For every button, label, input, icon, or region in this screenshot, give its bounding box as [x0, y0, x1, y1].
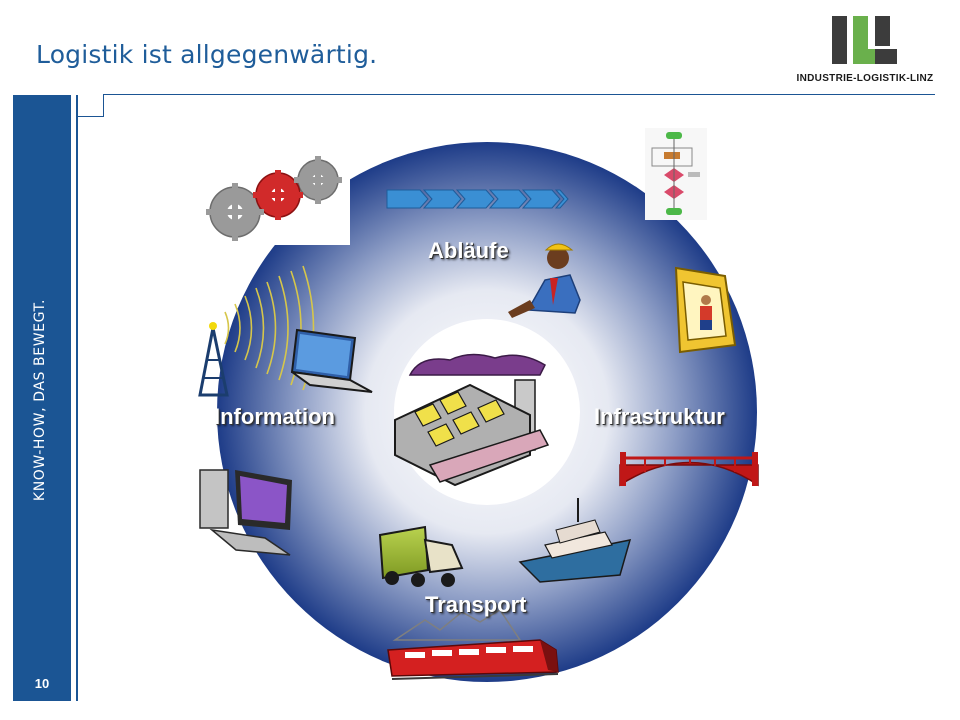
logo-mark-icon — [832, 16, 897, 64]
crane-cabin-icon — [674, 266, 737, 354]
label-transport: Transport — [425, 592, 527, 617]
bridge-icon — [619, 452, 759, 487]
ship-icon — [518, 498, 632, 583]
header-divider — [103, 94, 935, 95]
label-ablaeufe: Abläufe — [428, 238, 509, 263]
label-infrastruktur: Infrastruktur — [594, 404, 725, 429]
worker-phone-icon — [508, 243, 581, 318]
frame-corner-horizontal — [78, 116, 104, 117]
factory-icon — [394, 353, 550, 487]
laptop-icon — [290, 328, 373, 393]
page-number: 10 — [34, 676, 50, 691]
desktop-computer-icon — [199, 469, 292, 556]
label-information: Information — [214, 404, 335, 429]
truck-icon — [378, 525, 464, 587]
slide-title: Logistik ist allgegenwärtig. — [36, 40, 378, 69]
chevron-process-icon — [386, 189, 569, 209]
logo-text: INDUSTRIE-LOGISTIK-LINZ — [796, 73, 934, 84]
company-logo — [795, 14, 935, 86]
train-icon — [387, 608, 559, 680]
gears-icon — [200, 150, 350, 245]
flowchart-icon — [645, 128, 707, 220]
sidebar-band — [13, 95, 71, 701]
sidebar-line — [76, 95, 78, 701]
frame-corner-vertical — [103, 94, 104, 116]
